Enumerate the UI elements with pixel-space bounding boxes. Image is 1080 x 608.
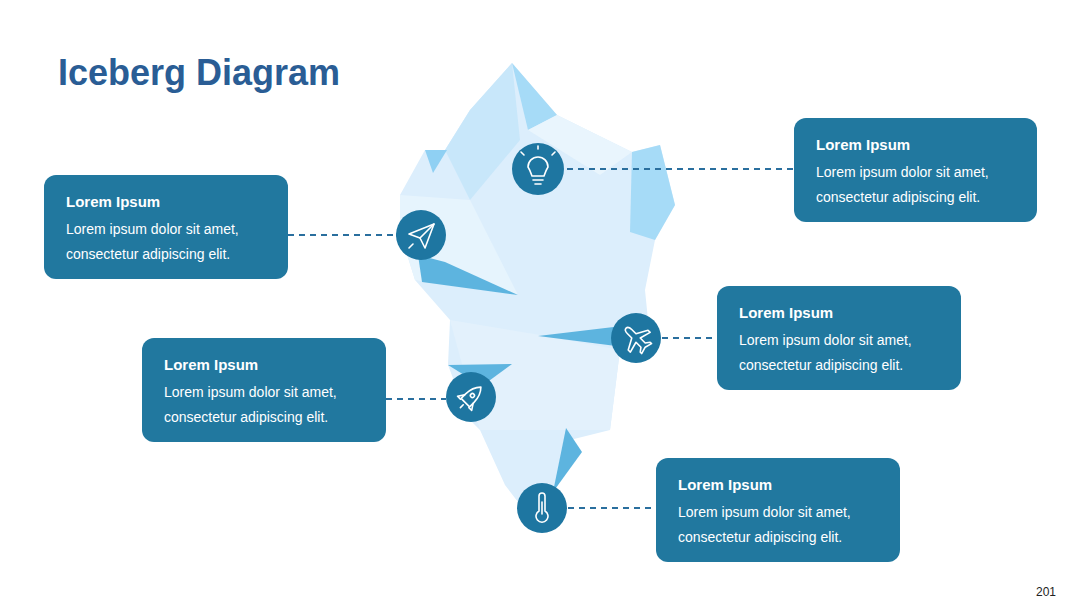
box-body: Lorem ipsum dolor sit amet, consectetur … — [66, 217, 270, 267]
box-heading: Lorem Ipsum — [164, 355, 368, 375]
bulb-ray — [521, 152, 524, 155]
box-body: Lorem ipsum dolor sit amet, consectetur … — [816, 160, 1019, 210]
icons — [409, 146, 657, 522]
iceberg-body — [400, 63, 675, 528]
rocket-fin — [458, 392, 465, 399]
info-box: Lorem IpsumLorem ipsum dolor sit amet, c… — [142, 338, 386, 442]
box-heading: Lorem Ipsum — [66, 192, 270, 212]
rocket-flame — [460, 405, 463, 408]
leader-line — [386, 398, 446, 400]
icon-circle — [512, 143, 564, 195]
leader-line — [568, 507, 656, 509]
box-heading: Lorem Ipsum — [739, 303, 943, 323]
iceberg-facet — [445, 63, 520, 200]
rocket-fin — [469, 403, 476, 410]
page-number: 201 — [1036, 585, 1056, 599]
info-box: Lorem IpsumLorem ipsum dolor sit amet, c… — [656, 458, 900, 562]
iceberg-facet — [630, 145, 675, 240]
icon-circle — [396, 210, 446, 260]
thermometer-icon — [536, 493, 548, 522]
iceberg-facet — [418, 255, 518, 295]
thermometer-mercury — [541, 502, 543, 514]
leader-line — [567, 168, 794, 170]
airplane-shape — [616, 318, 656, 358]
box-body: Lorem ipsum dolor sit amet, consectetur … — [739, 328, 943, 378]
bulb-glass — [528, 157, 548, 176]
info-box: Lorem IpsumLorem ipsum dolor sit amet, c… — [794, 118, 1037, 222]
iceberg-facet — [425, 150, 447, 173]
icon-circle — [446, 372, 496, 422]
iceberg-facet — [553, 428, 582, 492]
iceberg-facet — [538, 326, 622, 346]
rocket-icon — [453, 380, 488, 415]
rocket-window — [470, 393, 476, 399]
bulb-base — [533, 179, 543, 181]
airplane-icon — [616, 318, 656, 358]
leader-line — [288, 234, 400, 236]
info-box: Lorem IpsumLorem ipsum dolor sit amet, c… — [717, 286, 961, 390]
box-body: Lorem ipsum dolor sit amet, consectetur … — [678, 500, 882, 550]
bulb-base — [535, 183, 541, 185]
lightbulb-icon — [521, 146, 555, 184]
box-body: Lorem ipsum dolor sit amet, consectetur … — [164, 380, 368, 430]
bulb-ray — [537, 146, 539, 149]
icon-circle — [611, 313, 661, 363]
paper-plane-icon — [409, 224, 434, 248]
box-heading: Lorem Ipsum — [678, 475, 882, 495]
plane-body — [409, 224, 434, 248]
slide-title: Iceberg Diagram — [58, 52, 340, 94]
box-heading: Lorem Ipsum — [816, 135, 1019, 155]
info-box: Lorem IpsumLorem ipsum dolor sit amet, c… — [44, 175, 288, 279]
icon-circle — [517, 483, 567, 533]
icon-circles — [396, 143, 661, 533]
leader-line — [662, 337, 717, 339]
plane-trail — [409, 244, 413, 248]
plane-fold — [420, 224, 434, 238]
thermometer-shape — [536, 493, 548, 522]
bulb-ray — [552, 152, 555, 155]
